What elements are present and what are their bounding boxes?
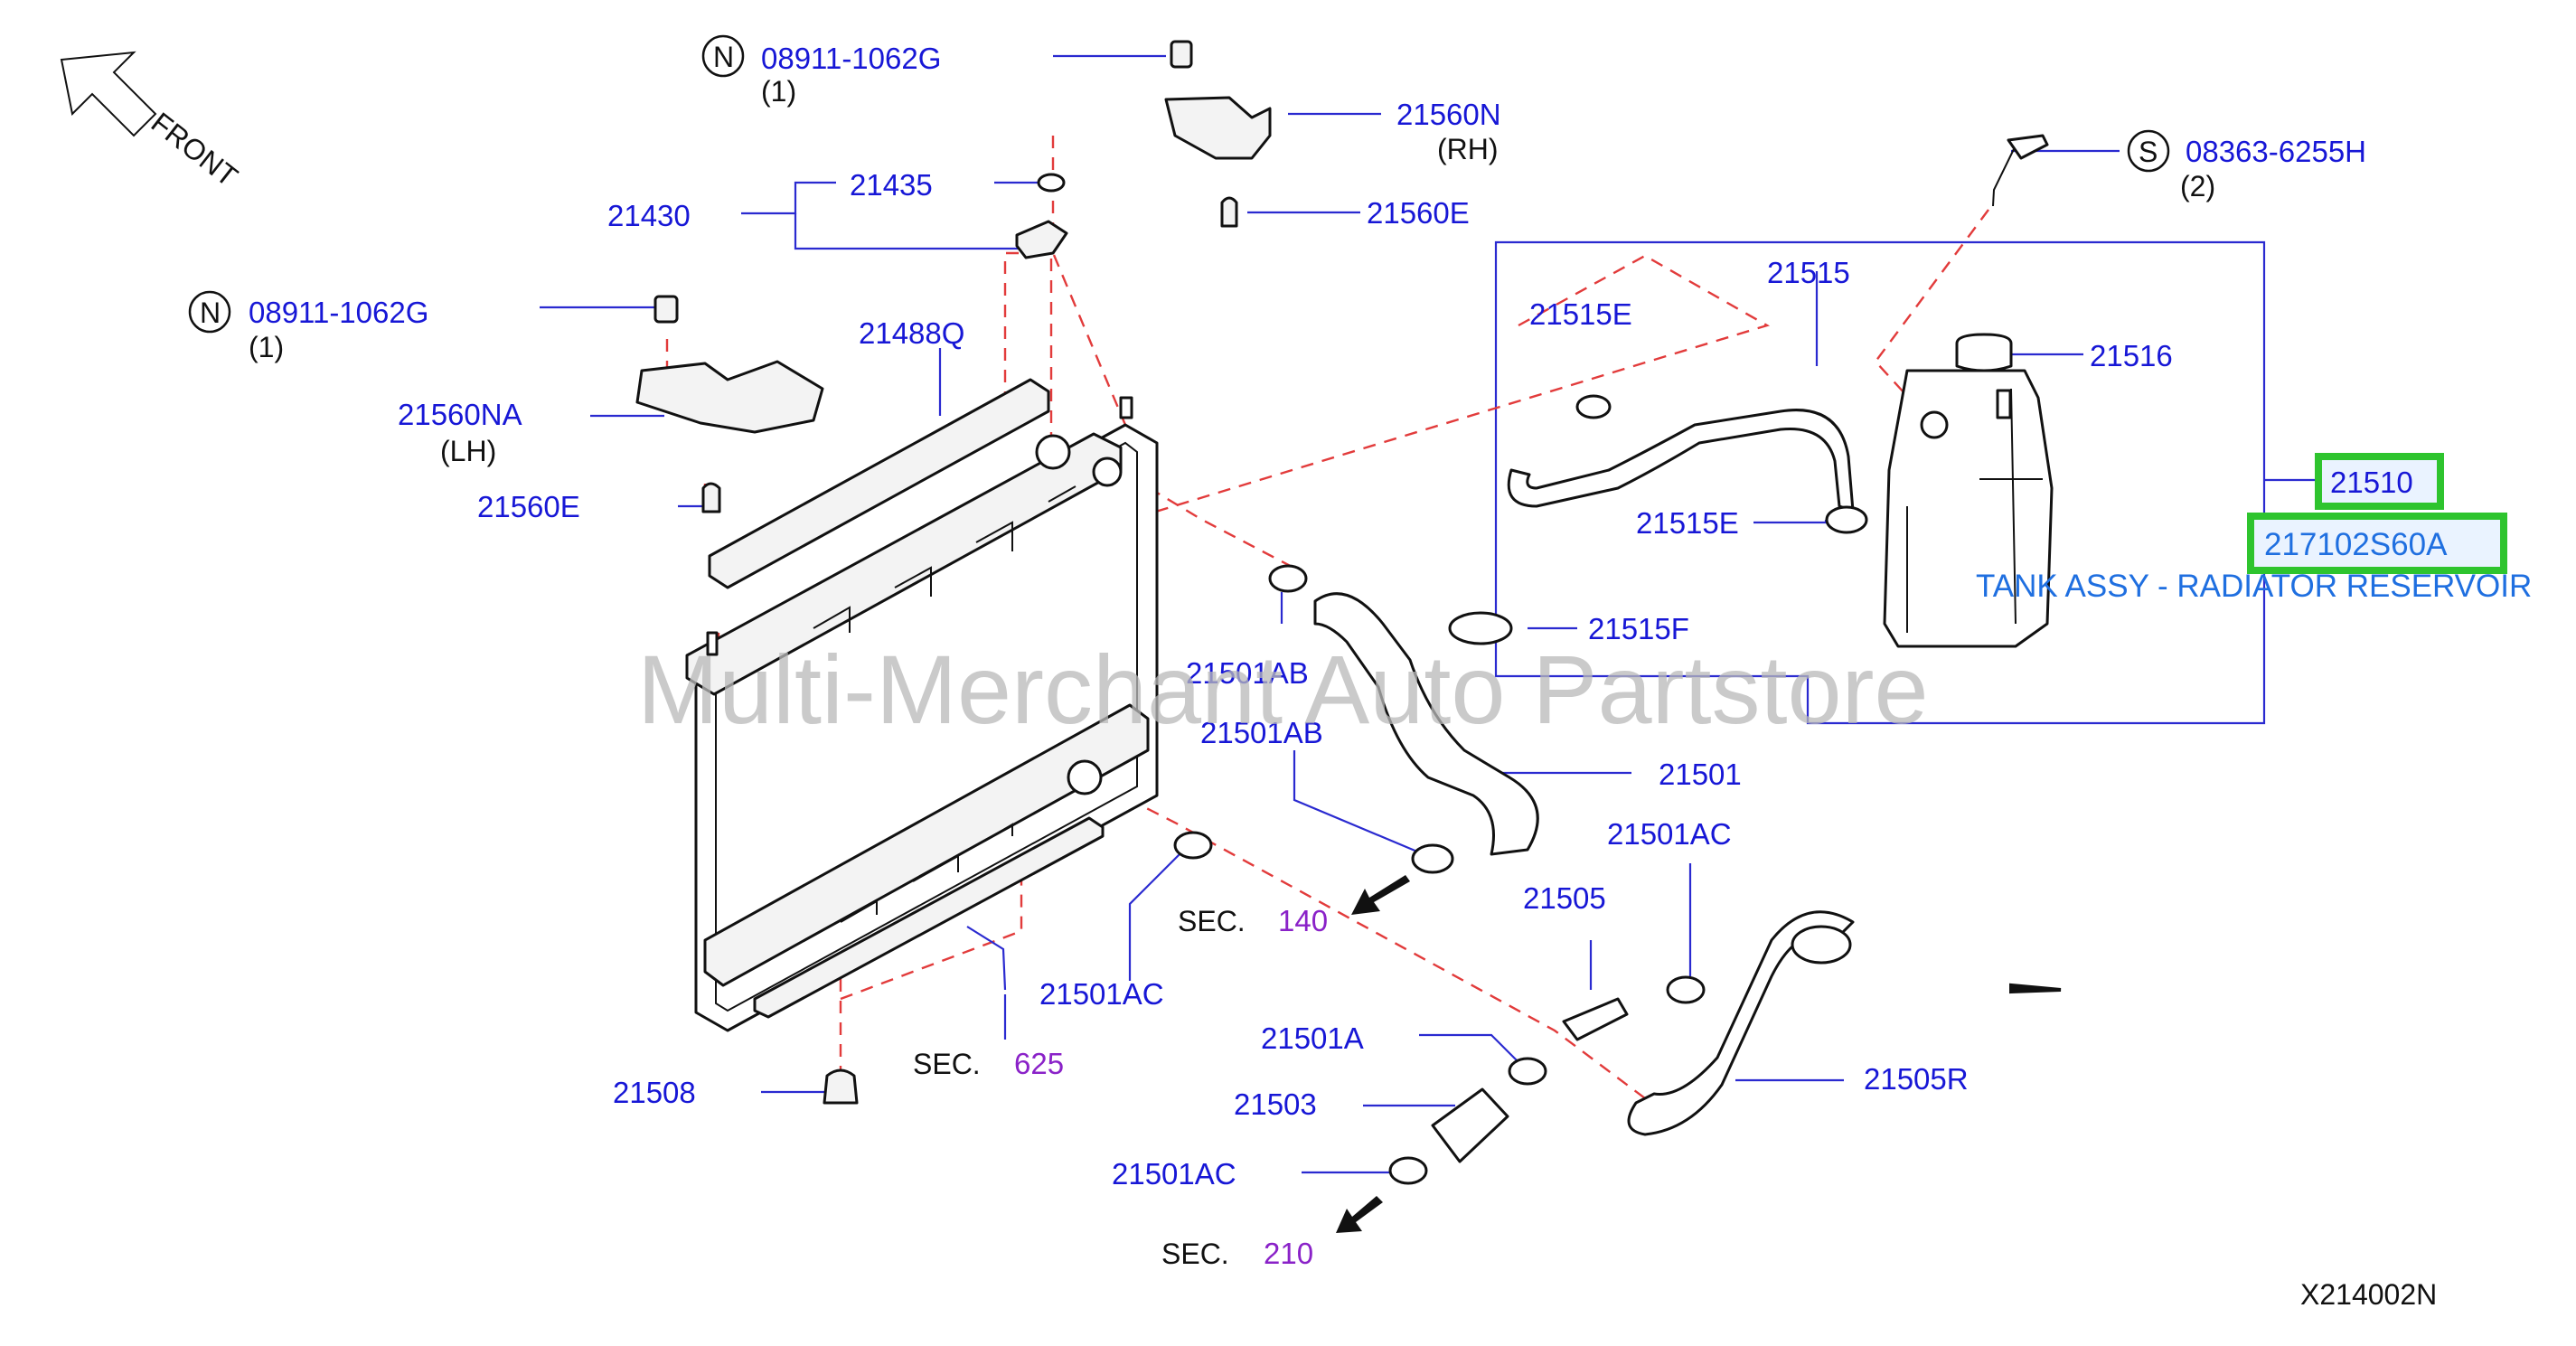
clamp-21501AC-c-icon [1388,1156,1428,1185]
badge-n-top [701,34,745,78]
label-rh: (RH) [1437,133,1499,165]
label-s-code[interactable]: 08363-6255H [2186,135,2366,168]
nut-top-icon [1170,40,1193,69]
pointer-arrow-icon [2009,983,2062,994]
clamp-21501AB-a-icon [1268,564,1308,593]
diagram-code: X214002N [2300,1278,2437,1311]
hose-21505-icon [1562,997,1629,1041]
radiator-outlet-icon [1067,759,1103,795]
label-21516[interactable]: 21516 [2090,339,2173,372]
label-n-left-qty: (1) [249,331,284,363]
bracket-lh-icon [635,360,824,434]
highlight-oem-box [2247,513,2507,574]
front-arrow-icon [60,51,157,137]
label-21501[interactable]: 21501 [1659,758,1742,791]
seal-strip-bottom [753,816,1105,1019]
reservoir-tank-icon [1883,369,2054,648]
label-21515E-a[interactable]: 21515E [1529,297,1632,331]
label-21560E-left[interactable]: 21560E [477,490,580,523]
clamp-21515F-icon [1448,611,1513,645]
label-21515E-b[interactable]: 21515E [1636,506,1739,540]
drain-plug-icon [823,1068,859,1105]
watermark: Multi-Merchant Auto Partstore [637,635,1929,744]
sec-625-prefix: SEC. [913,1048,981,1080]
sec-210-number[interactable]: 210 [1264,1237,1313,1270]
label-21505[interactable]: 21505 [1523,881,1606,915]
clamp-21501AB-b-icon [1411,843,1454,874]
label-21501A[interactable]: 21501A [1261,1021,1364,1055]
bushing-left-icon [701,482,721,513]
highlight-part-number[interactable]: 21510 [2330,466,2413,499]
sec-210-prefix: SEC. [1161,1238,1229,1270]
plug-21435-icon [1037,173,1066,193]
reservoir-cap-icon [1955,333,2013,372]
label-21515F[interactable]: 21515F [1588,612,1689,645]
clamp-21501AC-b-icon [1666,975,1706,1004]
clamp-21515E-b-icon [1825,505,1868,534]
label-21503[interactable]: 21503 [1234,1087,1317,1121]
reservoir-hose-icon [1507,409,1855,513]
front-label: FRONT [146,106,244,193]
highlight-oem-number[interactable]: 217102S60A [2264,527,2448,562]
badge-n-top-label: N [713,41,734,73]
label-21501AC-b[interactable]: 21501AC [1039,977,1164,1011]
highlight-description: TANK ASSY - RADIATOR RESERVOIR [1976,569,2532,604]
badge-n-left [188,290,231,334]
label-21560NA[interactable]: 21560NA [398,398,522,431]
label-n-top-qty: (1) [761,75,796,108]
label-21560N[interactable]: 21560N [1396,98,1501,131]
sec-140-prefix: SEC. [1178,905,1246,937]
label-21505R[interactable]: 21505R [1864,1062,1969,1096]
label-21560E-top[interactable]: 21560E [1367,196,1470,230]
label-21508[interactable]: 21508 [613,1076,696,1109]
label-21430[interactable]: 21430 [607,199,691,232]
radiator-core [685,423,1159,1032]
reservoir-group-box [1494,240,2266,725]
label-lh: (LH) [440,435,496,467]
label-s-qty: (2) [2180,170,2215,202]
arrow-sec210-icon [1336,1196,1383,1233]
label-21435[interactable]: 21435 [850,168,933,202]
badge-n-left-label: N [200,296,221,329]
bracket-rh-icon [1164,96,1272,160]
label-21488Q[interactable]: 21488Q [859,316,964,350]
radiator-cap-icon [1035,434,1071,470]
badge-s [2127,129,2170,173]
nut-left-icon [653,295,679,324]
highlight-part-box [2315,453,2444,510]
bolt-icon [2007,134,2049,160]
upper-hose-icon [1313,592,1539,856]
label-21501AB-b[interactable]: 21501AB [1200,716,1323,749]
sec-625-number[interactable]: 625 [1014,1047,1064,1080]
arrow-sec140-icon [1351,875,1410,915]
bushing-top-icon [1220,196,1238,228]
label-21501AC-c[interactable]: 21501AC [1112,1157,1236,1191]
label-21515[interactable]: 21515 [1767,256,1850,289]
seal-strip-top [708,378,1050,589]
sec-140-number[interactable]: 140 [1278,904,1328,937]
badge-s-label: S [2139,136,2158,168]
label-n-left-code[interactable]: 08911-1062G [249,296,428,329]
plate-21430-icon [1015,220,1068,259]
hose-21503-icon [1431,1087,1509,1163]
clamp-21501AC-a-icon [1173,831,1213,860]
clamp-21515E-a-icon [1575,394,1612,419]
label-21501AB-a[interactable]: 21501AB [1186,656,1309,690]
label-n-top-code[interactable]: 08911-1062G [761,42,941,75]
label-21501AC-a[interactable]: 21501AC [1607,817,1732,851]
clamp-21501A-icon [1508,1057,1547,1086]
